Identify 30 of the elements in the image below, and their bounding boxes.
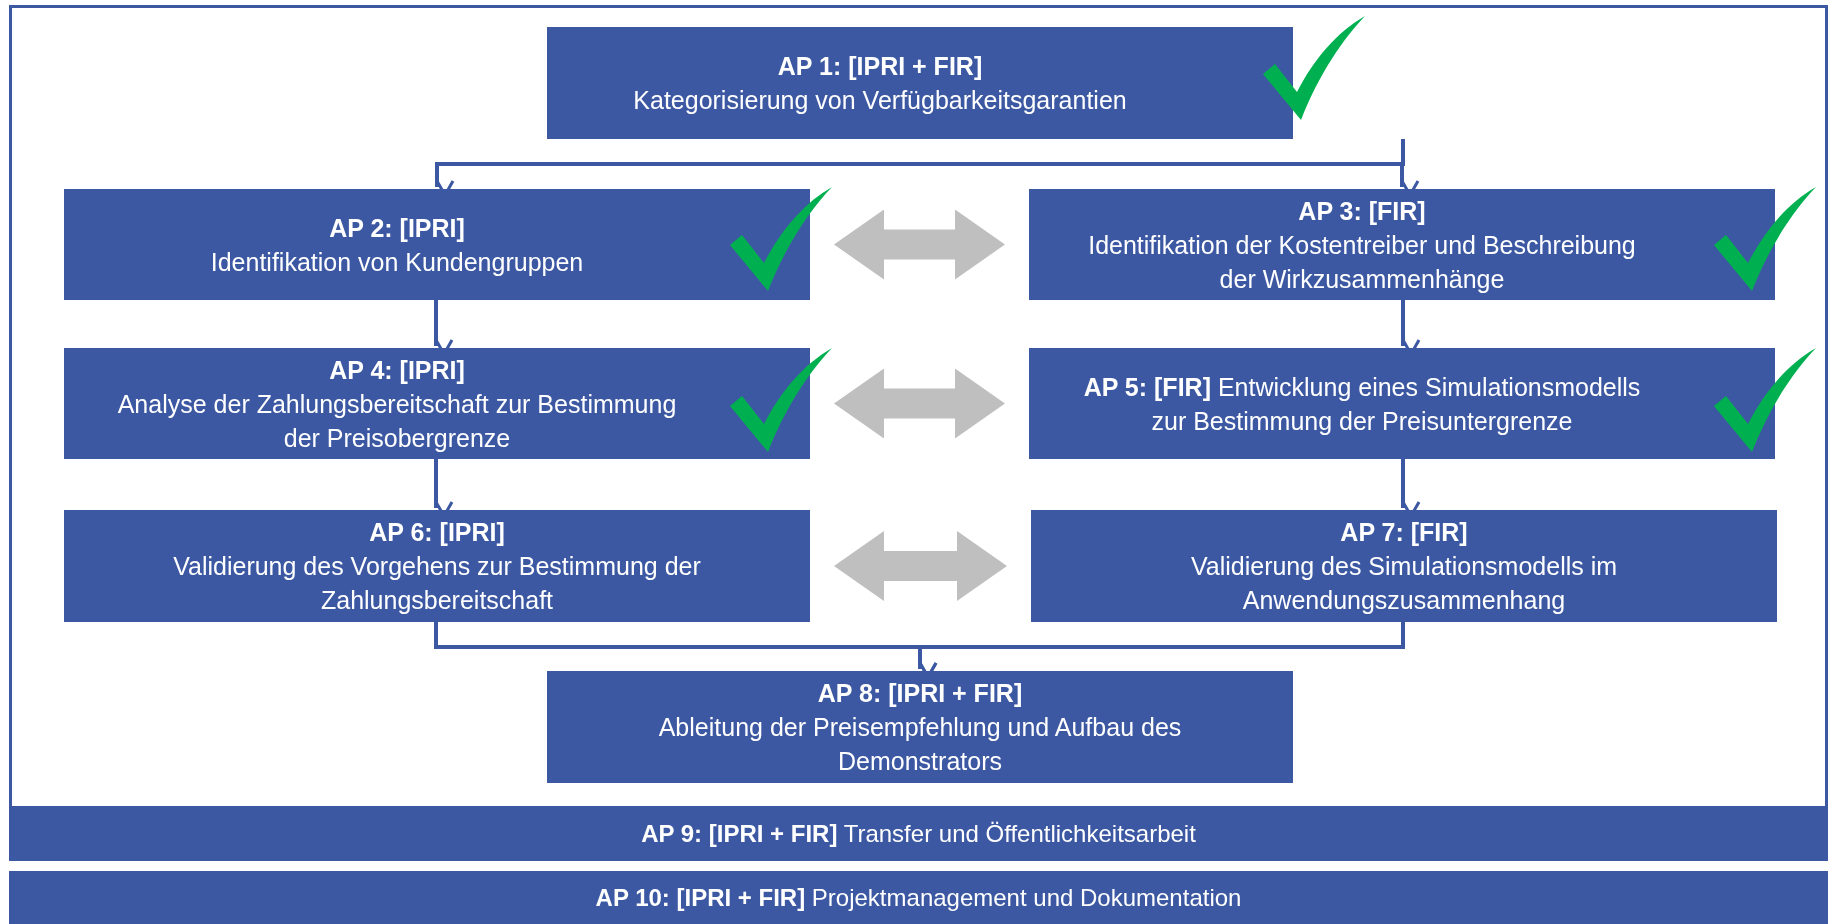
work-package-box — [1029, 348, 1775, 459]
work-package-box — [1031, 510, 1777, 622]
package-heading: AP 7: [FIR] — [1340, 517, 1468, 548]
package-description: Identifikation der Kostentreiber und Beschreibung der Wirkzusammenhänge — [1087, 229, 1637, 295]
work-package-box — [547, 27, 1293, 139]
work-package-box — [64, 348, 810, 459]
work-package-box — [1029, 189, 1775, 300]
package-description: AP 9: [IPRI + FIR] Transfer und Öffentlichkeitsarbeit — [641, 818, 1196, 849]
package-description: Analyse der Zahlungsbereitschaft zur Bestimmung der Preisobergrenze — [116, 388, 678, 454]
package-heading: AP 8: [IPRI + FIR] — [817, 678, 1023, 709]
package-description: AP 5: [FIR] Entwicklung eines Simulationsmodells zur Bestimmung der Preisuntergrenze — [1082, 371, 1642, 437]
work-package-box — [64, 189, 810, 300]
work-package-box — [547, 671, 1293, 783]
package-description: Validierung des Vorgehens zur Bestimmung der Zahlungsbereitschaft — [172, 551, 702, 616]
package-heading: AP 3: [FIR] — [1298, 195, 1426, 227]
double-arrow — [834, 209, 1005, 280]
double-arrow — [834, 531, 1007, 601]
package-description: Identifikation von Kundengruppen — [210, 246, 584, 278]
package-heading: AP 4: [IPRI] — [329, 354, 465, 386]
double-arrow — [834, 368, 1005, 439]
package-description: Ableitung der Preisempfehlung und Aufbau des Demonstrators — [657, 712, 1183, 777]
work-package-bar — [9, 871, 1828, 924]
package-description: Validierung des Simulationsmodells im Anwendungszusammenhang — [1189, 551, 1619, 616]
package-heading: AP 1: [IPRI + FIR] — [777, 51, 983, 82]
work-package-box — [64, 510, 810, 622]
package-description: AP 10: [IPRI + FIR] Projektmanagement und Dokumentation — [595, 882, 1242, 913]
package-heading: AP 6: [IPRI] — [369, 517, 505, 548]
package-description: Kategorisierung von Verfügbarkeitsgarantien — [633, 85, 1127, 116]
package-heading: AP 2: [IPRI] — [329, 212, 465, 244]
work-package-bar — [9, 806, 1828, 861]
